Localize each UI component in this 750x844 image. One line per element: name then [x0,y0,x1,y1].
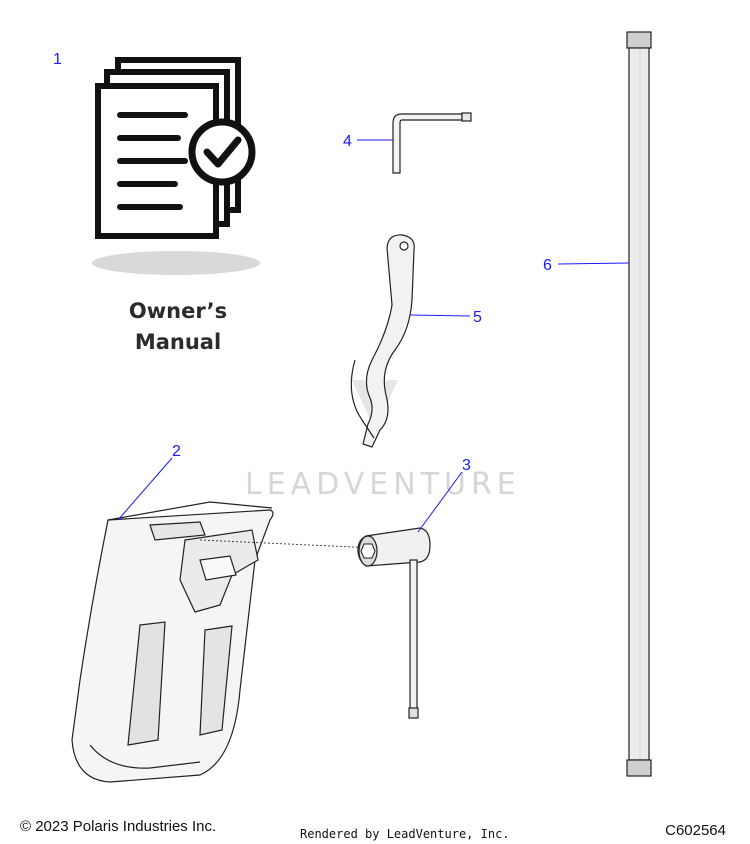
callout-4: 4 [343,133,352,150]
leader-lines [117,139,630,533]
checkmark-icon [203,136,242,168]
manual-shadow [92,251,260,275]
tool-holder-illustration [71,501,274,783]
callout-6: 6 [543,257,552,274]
manual-text-lines [117,112,188,210]
rendered-by-text: Rendered by LeadVenture, Inc. [300,827,510,841]
manual-title-line2: Manual [135,330,221,354]
socket-wrench-illustration [357,527,431,719]
spanner-wrench-illustration [350,234,415,448]
manual-title-line1: Owner’s [129,299,227,323]
watermark: LEADVENTURE [245,380,521,502]
copyright-text: © 2023 Polaris Industries Inc. [20,818,217,835]
owners-manual-illustration: Owner’s Manual [92,57,260,354]
strap-illustration [626,31,652,777]
assembly-dashed-line [199,539,376,549]
callout-3: 3 [462,457,471,474]
diagram-code: C602564 [665,822,726,839]
hex-key-illustration [392,112,472,174]
callout-5: 5 [473,309,482,326]
callout-1: 1 [53,51,62,68]
callout-2: 2 [172,443,181,460]
watermark-text: LEADVENTURE [245,467,521,502]
check-circle-icon [188,118,256,186]
